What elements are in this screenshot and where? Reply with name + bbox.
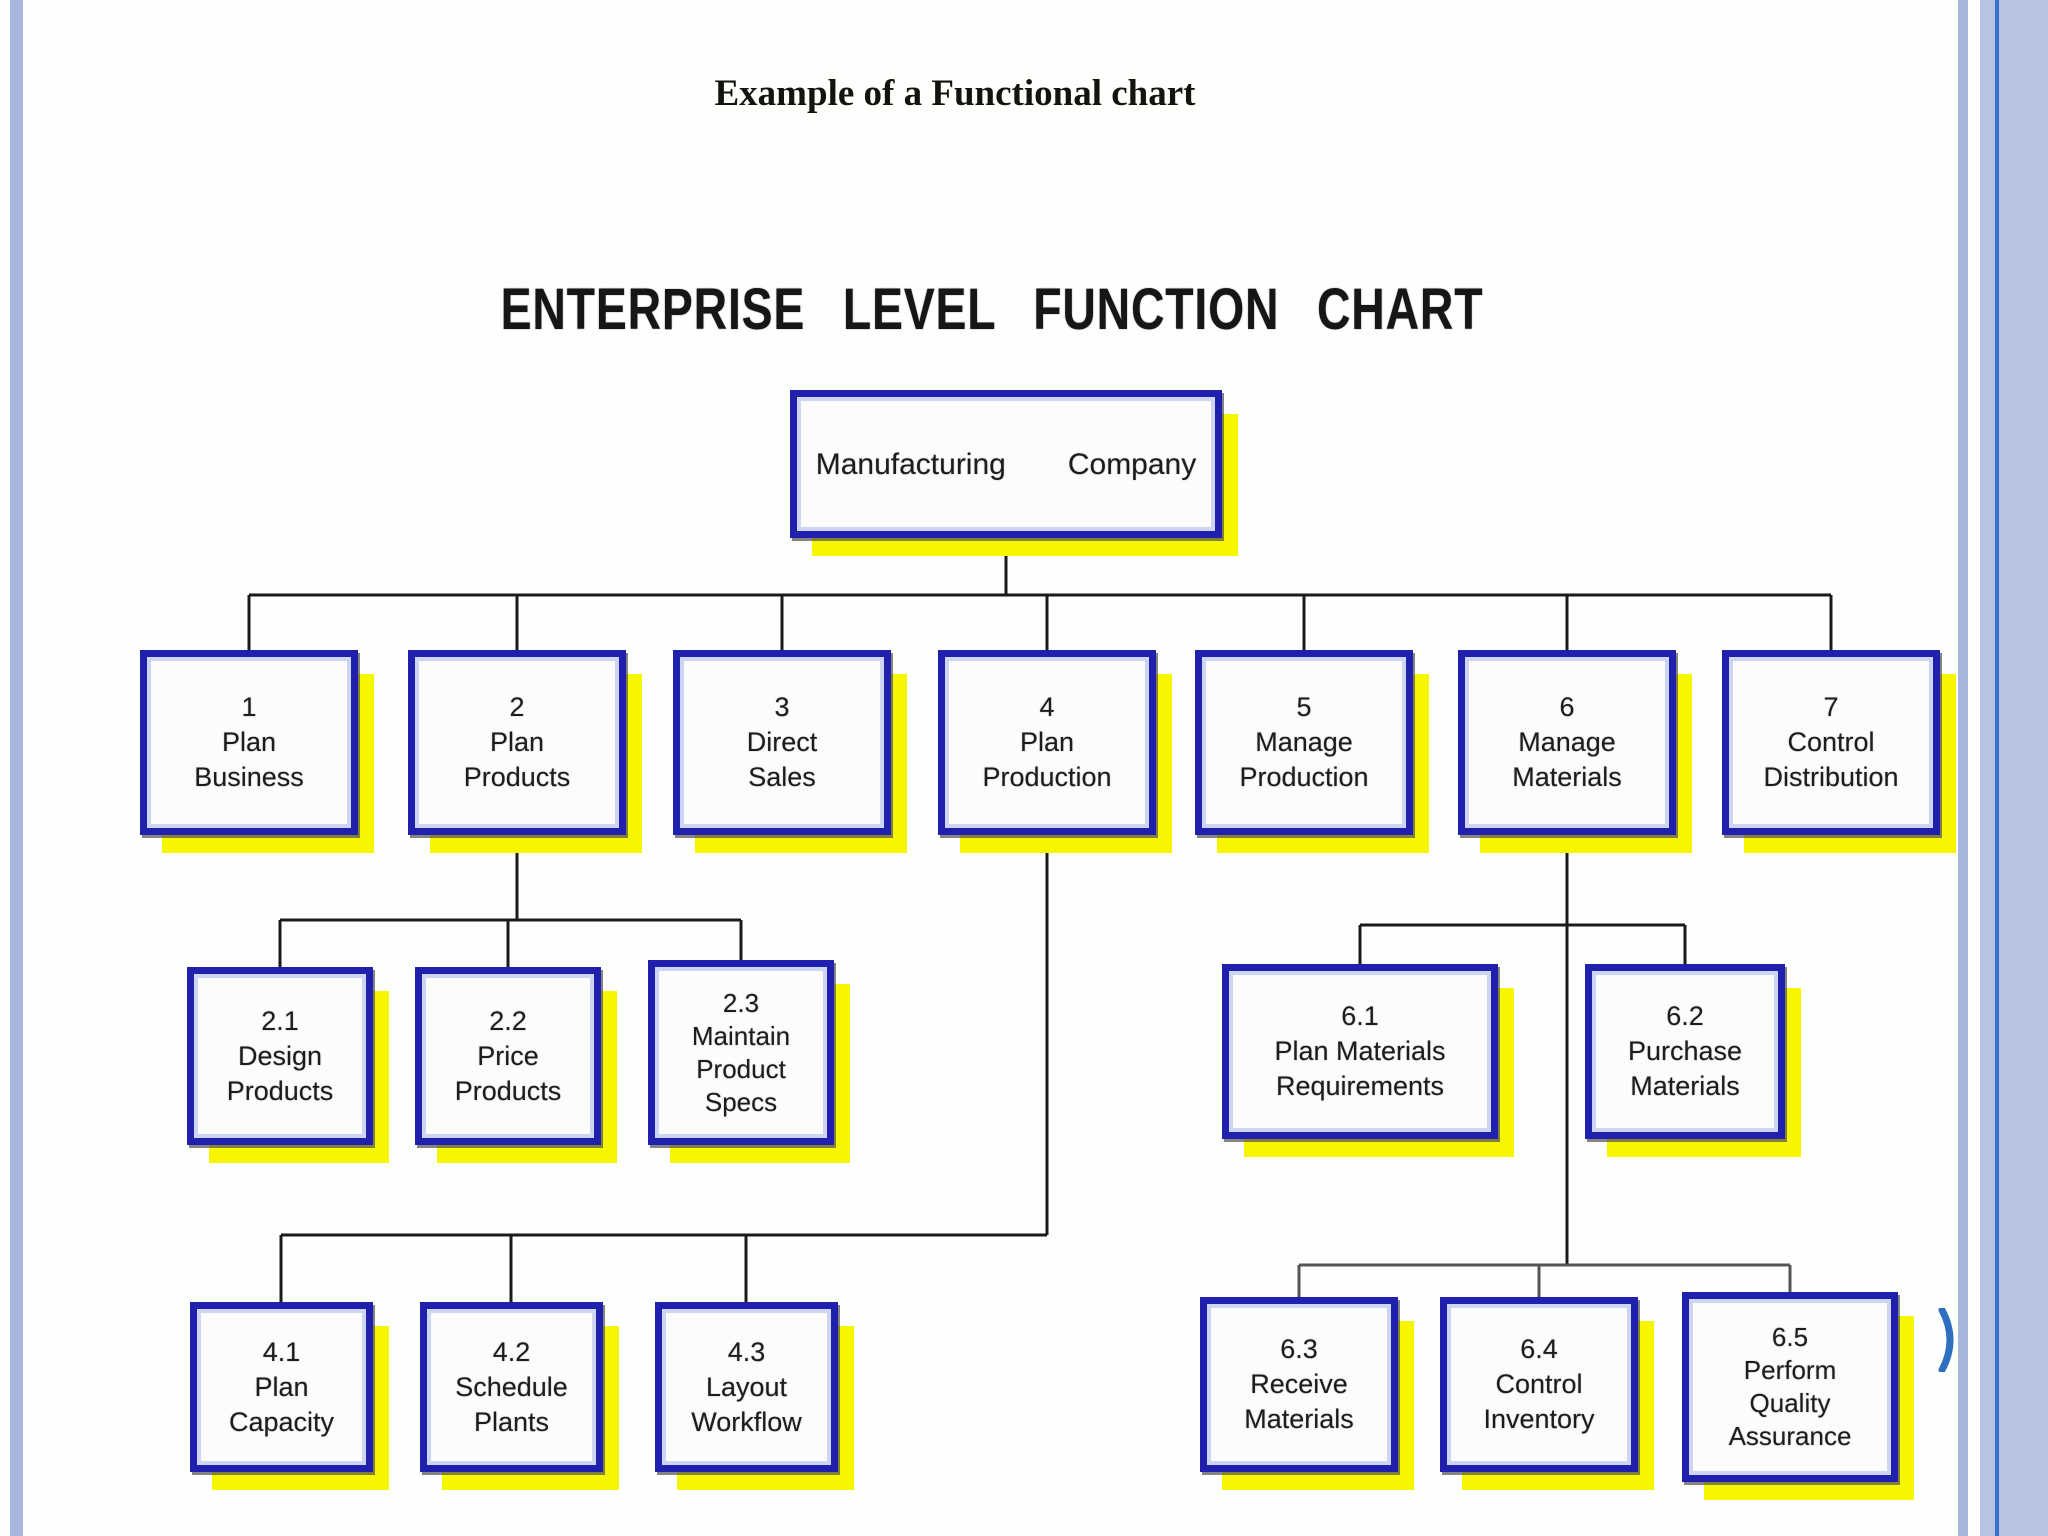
node-line: Plan (254, 1371, 309, 1402)
node-number: 2.1 (261, 1005, 299, 1036)
node-5-manage-production: 5 Manage Production (1195, 650, 1413, 835)
node-line: Purchase (1627, 1036, 1743, 1066)
node-number: 6.4 (1520, 1334, 1558, 1364)
node-line: Business (194, 762, 304, 792)
node-line: Sales (748, 762, 816, 792)
node-number: 2 (509, 692, 525, 722)
node-number: 4.3 (727, 1336, 766, 1367)
node-line: Plan (221, 727, 277, 757)
node-2-3-maintain-product-specs: 2.3 Maintain Product Specs (648, 960, 834, 1145)
node-word: Company (1067, 447, 1197, 481)
node-4-plan-production: 4 Plan Production (938, 650, 1156, 835)
node-line: Control (1495, 1369, 1583, 1399)
node-4-2-schedule-plants: 4.2 Schedule Plants (420, 1302, 603, 1472)
node-6-2-purchase-materials: 6.2 Purchase Materials (1585, 964, 1785, 1139)
node-6-5-perform-quality-assurance: 6.5 Perform Quality Assurance (1682, 1292, 1898, 1482)
node-number: 6.3 (1280, 1334, 1318, 1364)
node-line: Products (463, 762, 571, 792)
node-number: 4.1 (262, 1336, 301, 1367)
node-line: Perform (1743, 1355, 1837, 1385)
node-line: Price (477, 1040, 539, 1071)
node-line: Quality (1749, 1388, 1831, 1418)
node-line: Product (696, 1053, 786, 1084)
node-line: Layout (705, 1371, 788, 1402)
node-line: Manage (1518, 727, 1616, 757)
node-line: Products (226, 1075, 334, 1106)
node-number: 4.2 (492, 1336, 531, 1367)
node-6-1-plan-materials-requirements: 6.1 Plan Materials Requirements (1222, 964, 1498, 1139)
node-line: Plants (473, 1406, 550, 1437)
node-number: 6.2 (1666, 1001, 1704, 1031)
node-line: Products (454, 1075, 562, 1106)
node-line: Workflow (691, 1406, 802, 1437)
node-word: Manufacturing (815, 447, 1006, 481)
node-6-4-control-inventory: 6.4 Control Inventory (1440, 1297, 1638, 1472)
right-accent-line (1995, 0, 1999, 1536)
node-line: Requirements (1275, 1071, 1445, 1101)
node-number: 6 (1559, 692, 1575, 722)
node-line: Assurance (1728, 1421, 1852, 1451)
node-2-2-price-products: 2.2 Price Products (415, 967, 601, 1145)
node-line: Materials (1244, 1404, 1354, 1434)
node-1-plan-business: 1 Plan Business (140, 650, 358, 835)
node-6-3-receive-materials: 6.3 Receive Materials (1200, 1297, 1398, 1472)
node-number: 2.3 (722, 987, 760, 1018)
node-line: Maintain (691, 1020, 791, 1051)
node-line: Plan (1019, 727, 1075, 757)
chart-title: ENTERPRISE LEVEL FUNCTION CHART (500, 277, 1484, 342)
node-number: 6.1 (1341, 1001, 1379, 1031)
node-line: Schedule (455, 1371, 568, 1402)
right-border-band (1980, 0, 2048, 1536)
node-3-direct-sales: 3 Direct Sales (673, 650, 891, 835)
node-number: 6.5 (1771, 1322, 1809, 1352)
node-4-3-layout-workflow: 4.3 Layout Workflow (655, 1302, 838, 1472)
node-line: Materials (1512, 762, 1622, 792)
node-2-1-design-products: 2.1 Design Products (187, 967, 373, 1145)
right-border-stripe (1958, 0, 1968, 1536)
node-line: Inventory (1483, 1404, 1595, 1434)
node-line: Direct (746, 727, 818, 757)
left-border-stripe (10, 0, 23, 1536)
node-6-manage-materials: 6 Manage Materials (1458, 650, 1676, 835)
node-number: 1 (241, 692, 257, 722)
node-line: Plan (489, 727, 545, 757)
node-line: Distribution (1763, 762, 1899, 792)
node-line: Capacity (228, 1406, 335, 1437)
node-4-1-plan-capacity: 4.1 Plan Capacity (190, 1302, 373, 1472)
node-number: 4 (1039, 692, 1055, 722)
node-2-plan-products: 2 Plan Products (408, 650, 626, 835)
node-line: Receive (1250, 1369, 1348, 1399)
node-line: Specs (704, 1086, 778, 1117)
node-7-control-distribution: 7 Control Distribution (1722, 650, 1940, 835)
slide-title: Example of a Functional chart (714, 73, 1196, 114)
node-line: Production (982, 762, 1112, 792)
node-number: 2.2 (489, 1005, 527, 1036)
node-number: 7 (1823, 692, 1839, 722)
node-number: 3 (774, 692, 790, 722)
node-line: Manage (1255, 727, 1353, 757)
node-manufacturing-company: Manufacturing Company (790, 390, 1222, 538)
node-number: 5 (1296, 692, 1312, 722)
node-line: Plan Materials (1274, 1036, 1446, 1066)
node-line: Control (1787, 727, 1875, 757)
node-line: Materials (1630, 1071, 1740, 1101)
node-line: Design (237, 1040, 323, 1071)
node-line: Production (1239, 762, 1369, 792)
